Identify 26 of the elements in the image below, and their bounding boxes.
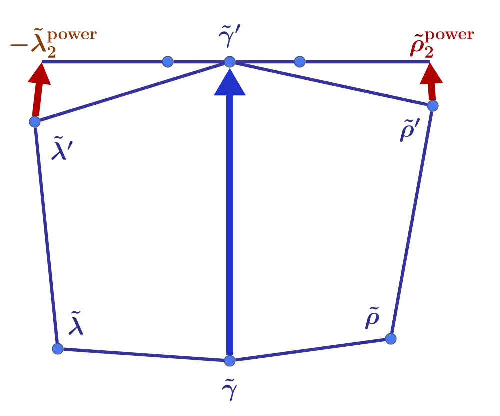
point-label: $\tilde{\lambda}$: [68, 311, 84, 335]
point: [52, 343, 64, 355]
point-label: $\tilde{\gamma}$: [222, 379, 238, 402]
line: [174, 60, 224, 64]
point: [224, 355, 236, 367]
point: [224, 56, 236, 68]
point: [427, 100, 439, 112]
line: [42, 60, 162, 64]
line: [235, 62, 428, 106]
line: [64, 348, 224, 362]
line: [34, 128, 60, 344]
point: [385, 333, 397, 345]
line: [236, 338, 386, 362]
point: [29, 116, 41, 128]
point-label: $\tilde{\rho}$: [365, 307, 380, 330]
line: [390, 111, 434, 334]
power-label: $\tilde{\rho}_2^{\mathbf{power}}$: [410, 32, 474, 58]
line: [40, 62, 225, 122]
line: [236, 60, 294, 64]
point-label: $\tilde{\rho}'$: [400, 118, 420, 142]
point: [294, 56, 306, 68]
point-label: $\tilde{\gamma}'$: [218, 24, 241, 48]
line: [306, 60, 430, 64]
point-label: $\tilde{\lambda}'$: [52, 136, 73, 160]
point: [162, 56, 174, 68]
power-label: $-\tilde{\lambda}_2^{\mathbf{power}}$: [10, 28, 98, 58]
